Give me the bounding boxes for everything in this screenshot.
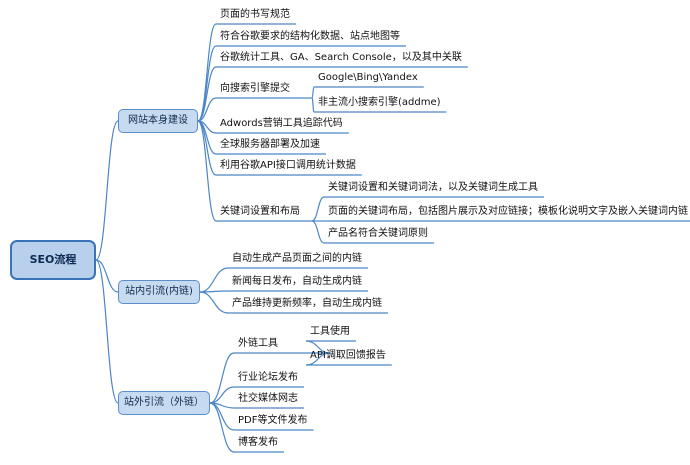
leaf-keyword-tools: 关键词设置和关键词词法，以及关键词生成工具 — [328, 182, 538, 193]
connector-33 — [199, 291, 229, 314]
branch-site-building: 网站本身建设 — [118, 109, 198, 133]
leaf-global-servers: 全球服务器部署及加速 — [220, 139, 320, 150]
leaf-link-tools: 外链工具 — [238, 338, 278, 349]
connector-20 — [197, 120, 217, 222]
leaf-major-engines: Google\Bing\Yandex — [318, 72, 418, 83]
leaf-google-api: 利用谷歌API接口调用统计数据 — [220, 160, 356, 171]
connector-27 — [95, 259, 119, 293]
connector-36 — [209, 352, 235, 404]
connector-34 — [95, 259, 119, 404]
connector-12 — [311, 97, 315, 113]
leaf-industry-forums: 行业论坛发布 — [238, 372, 298, 383]
leaf-writing-standards: 页面的书写规范 — [220, 9, 290, 20]
leaf-auto-product-links: 自动生成产品页面之间的内链 — [232, 253, 362, 264]
leaf-product-name: 产品名符合关键词原则 — [328, 228, 428, 239]
leaf-minor-engines: 非主流小搜索引擎(addme) — [318, 97, 441, 108]
connector-8 — [197, 97, 217, 122]
leaf-pdf-publishing: PDF等文件发布 — [238, 415, 308, 426]
leaf-tool-usage: 工具使用 — [310, 326, 350, 337]
connector-40 — [305, 352, 331, 366]
connector-0 — [95, 120, 119, 261]
connector-22 — [311, 196, 325, 222]
leaf-analytics-tools: 谷歌统计工具、GA、Search Console，以及其中关联 — [220, 52, 462, 63]
connector-26 — [311, 220, 325, 244]
leaf-keyword-layout: 关键词设置和布局 — [220, 206, 300, 217]
leaf-api-report: API调取回馈报告 — [310, 350, 386, 361]
leaf-social-media: 社交媒体网志 — [238, 393, 298, 404]
connector-48 — [209, 402, 235, 453]
connector-10 — [311, 86, 315, 99]
connector-2 — [197, 23, 217, 122]
branch-internal-links: 站内引流(内链) — [118, 280, 200, 304]
leaf-keyword-page-layout: 页面的关键词布局，包括图片展示及对应链接；模板化说明文字及嵌入关键词内链 — [328, 206, 688, 217]
branch-external-links: 站外引流（外链） — [118, 391, 210, 415]
root-node: SEO流程 — [10, 240, 96, 280]
leaf-daily-news: 新闻每日发布，自动生成内链 — [232, 276, 362, 287]
connector-6 — [197, 66, 217, 122]
leaf-product-updates: 产品维持更新频率，自动生成内链 — [232, 298, 382, 309]
leaf-structured-data: 符合谷歌要求的结构化数据、站点地图等 — [220, 31, 400, 42]
leaf-search-submit: 向搜索引擎提交 — [220, 83, 290, 94]
leaf-adwords-tracking: Adwords营销工具追踪代码 — [220, 118, 343, 129]
connector-29 — [199, 267, 229, 293]
leaf-blog-publishing: 博客发布 — [238, 437, 278, 448]
